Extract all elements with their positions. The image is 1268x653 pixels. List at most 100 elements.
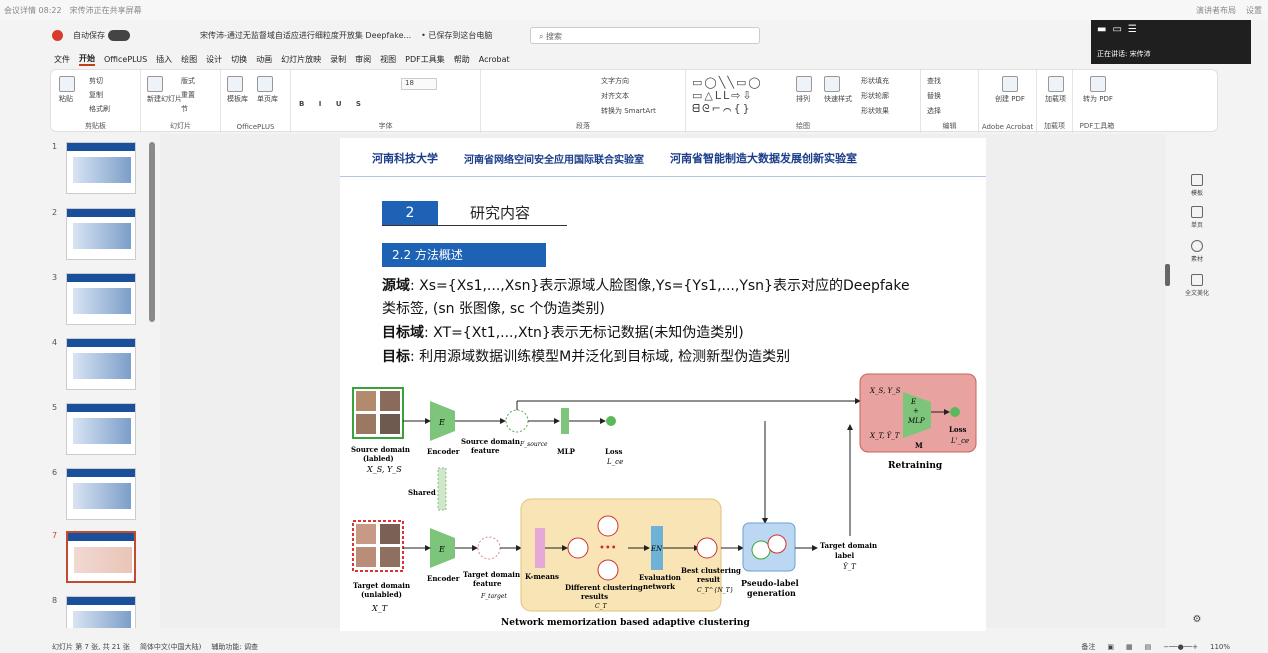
panel-material[interactable]: 素材	[1184, 240, 1210, 263]
shape-effect-button[interactable]: 形状效果	[861, 107, 889, 115]
result-label: result	[697, 575, 721, 584]
align-text-button[interactable]: 对齐文本	[601, 92, 629, 100]
create-pdf-button[interactable]: 创建 PDF	[995, 76, 1025, 104]
settings-button[interactable]: 设置	[1246, 5, 1262, 15]
menu-officeplus[interactable]: OfficePLUS	[104, 54, 148, 64]
menu-home[interactable]: 开始	[79, 53, 95, 66]
ribbon-group-drawing: ▭◯╲╲▭◯▭△ᒪᒪ⇨⇩ᗺᘓ⌐⌒{} 排列 快速样式 形状填充 形状轮廓 形状效…	[686, 70, 921, 133]
zoom-slider[interactable]: −──●──+	[1163, 642, 1198, 651]
slide-thumbnail-2[interactable]	[66, 208, 136, 260]
minimize-icon[interactable]: ▬	[1097, 24, 1107, 35]
doc-title[interactable]: 宋传沛-通过无监督域自适应进行细粒度开放集 Deepfake...	[200, 30, 412, 40]
menu-review[interactable]: 审阅	[355, 54, 372, 64]
notes-button[interactable]: 备注	[1081, 642, 1096, 651]
replace-button[interactable]: 替换	[927, 92, 941, 100]
menu-icon[interactable]: ☰	[1127, 24, 1137, 35]
thumbnail-scrollbar[interactable]	[149, 142, 155, 322]
menu-pdftools[interactable]: PDF工具集	[405, 54, 445, 64]
section-title: 研究内容	[470, 204, 531, 222]
panel-beautify[interactable]: 全文美化	[1184, 274, 1210, 297]
smartart-button[interactable]: 转换为 SmartArt	[601, 107, 656, 115]
cut-button[interactable]: 剪切	[89, 77, 103, 85]
slide-thumbnail-1[interactable]	[66, 142, 136, 194]
source-feature	[505, 409, 529, 433]
menu-transitions[interactable]: 切换	[231, 54, 248, 64]
right-panel: 模板 单页 素材 全文美化 ⚙	[1174, 134, 1268, 628]
menu-view[interactable]: 视图	[380, 54, 397, 64]
text-direction-button[interactable]: 文字方向	[601, 77, 629, 85]
ribbon-group-acrobat: 创建 PDF Adobe Acrobat	[979, 70, 1037, 133]
method-diagram: Source domain (labled) X_S, Y_S E Encode…	[345, 368, 985, 631]
sharing-status: 宋传沛正在共享屏幕	[69, 5, 142, 15]
menu-acrobat[interactable]: Acrobat	[478, 54, 510, 64]
reset-button[interactable]: 重置	[181, 91, 195, 99]
single-page-button[interactable]: 单页库	[257, 76, 278, 104]
template-icon	[1191, 174, 1203, 186]
menu-draw[interactable]: 绘图	[181, 54, 198, 64]
group-label-acrobat: Adobe Acrobat	[981, 123, 1034, 131]
sorter-view-icon[interactable]: ▦	[1126, 642, 1133, 651]
slide-thumbnail-3[interactable]	[66, 273, 136, 325]
create-pdf-label: 创建 PDF	[995, 95, 1025, 103]
saved-status[interactable]: • 已保存到这台电脑	[421, 30, 493, 40]
shapes-gallery[interactable]: ▭◯╲╲▭◯▭△ᒪᒪ⇨⇩ᗺᘓ⌐⌒{}	[692, 76, 763, 115]
search-input[interactable]: ⌕ 搜索	[530, 27, 760, 44]
settings-gear-icon[interactable]: ⚙	[1192, 614, 1202, 625]
menu-insert[interactable]: 插入	[156, 54, 173, 64]
window-icon[interactable]: ▭	[1112, 24, 1122, 35]
source-labled-label: (labled)	[363, 454, 394, 463]
ribbon-group-pdftool: 转为 PDF PDF工具箱	[1073, 70, 1121, 133]
format-painter-button[interactable]: 格式刷	[89, 105, 110, 113]
template-button[interactable]: 模板库	[227, 76, 248, 104]
retraining-label: Retraining	[888, 461, 943, 471]
mlp-label: MLP	[557, 447, 576, 456]
section-dropdown[interactable]: 节	[181, 105, 188, 113]
reading-view-icon[interactable]: ▤	[1144, 642, 1152, 651]
panel-template[interactable]: 模板	[1184, 174, 1210, 197]
target-domain-label: Target domain	[353, 581, 410, 590]
normal-view-icon[interactable]: ▣	[1107, 642, 1115, 651]
menu-help[interactable]: 帮助	[453, 54, 470, 64]
face-image	[356, 547, 376, 567]
convert-pdf-button[interactable]: 转为 PDF	[1083, 76, 1113, 104]
layout-dropdown[interactable]: 版式	[181, 77, 195, 85]
quick-styles-button[interactable]: 快速样式	[824, 76, 852, 104]
language-status[interactable]: 简体中文(中国大陆)	[139, 642, 202, 651]
layout-button[interactable]: 演讲者布局	[1196, 5, 1236, 15]
paste-button[interactable]: 粘贴	[59, 76, 75, 104]
slide-thumbnail-8[interactable]	[66, 596, 136, 628]
autosave-toggle[interactable]	[108, 29, 130, 41]
face-image	[380, 547, 400, 567]
menu-slideshow[interactable]: 幻灯片放映	[281, 54, 322, 64]
menu-design[interactable]: 设计	[206, 54, 223, 64]
zoom-level[interactable]: 110%	[1209, 642, 1230, 651]
font-size-select[interactable]: 18	[401, 78, 437, 90]
slide-thumbnail-5[interactable]	[66, 403, 136, 455]
shape-outline-button[interactable]: 形状轮廓	[861, 92, 889, 100]
addins-button[interactable]: 加载项	[1045, 76, 1066, 104]
shared-arrow	[437, 467, 447, 511]
font-style-buttons[interactable]: B I U S	[299, 100, 367, 108]
menu-animations[interactable]: 动画	[256, 54, 273, 64]
group-label-addins: 加载项	[1044, 122, 1065, 130]
group-label-slides: 幻灯片	[170, 122, 191, 130]
slide-scrollbar[interactable]	[1165, 264, 1170, 286]
arrange-button[interactable]: 排列	[796, 76, 812, 104]
slide-thumbnail-4[interactable]	[66, 338, 136, 390]
slide-thumbnail-6[interactable]	[66, 468, 136, 520]
find-button[interactable]: 查找	[927, 77, 941, 85]
shape-fill-button[interactable]: 形状填充	[861, 77, 889, 85]
subsection-title: 2.2 方法概述	[382, 243, 546, 267]
copy-button[interactable]: 复制	[89, 91, 103, 99]
source-feature-label: Source domain	[461, 437, 520, 446]
menu-file[interactable]: 文件	[54, 54, 70, 64]
search-placeholder: 搜索	[546, 32, 563, 41]
new-slide-button[interactable]: 新建幻灯片	[147, 76, 182, 104]
meeting-status[interactable]: 会议详情 08:22	[4, 5, 62, 15]
select-button[interactable]: 选择	[927, 107, 941, 115]
menu-record[interactable]: 录制	[330, 54, 347, 64]
accessibility-status[interactable]: 辅助功能: 调查	[211, 642, 258, 651]
arrange-icon	[796, 76, 812, 92]
panel-single[interactable]: 单页	[1184, 206, 1210, 229]
slide-thumbnail-7[interactable]	[66, 531, 136, 583]
